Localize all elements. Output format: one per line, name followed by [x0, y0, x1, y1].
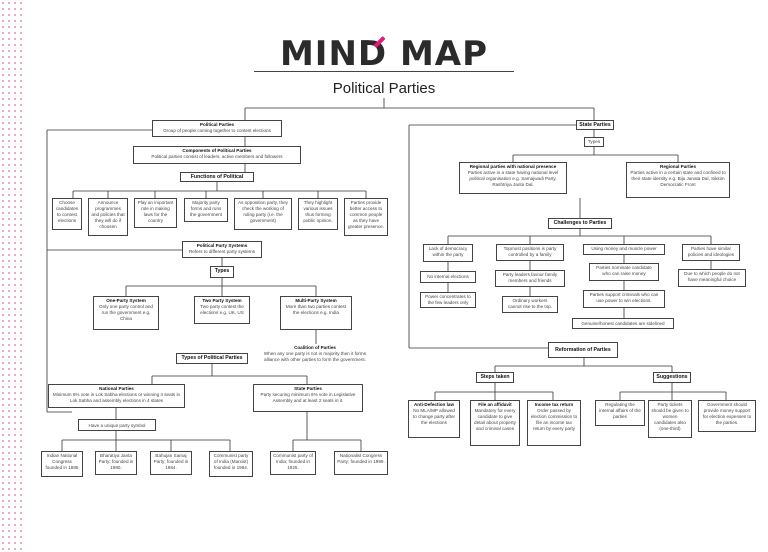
function-item: As opposition party, they check the work… [234, 198, 292, 230]
step-item: Income tax return Order passed by electi… [527, 400, 581, 446]
party-example: Indian National Congress founded in 1885 [41, 451, 83, 477]
challenge-item: Lack of democracy within the party [423, 244, 473, 262]
node-title: Political Parties [199, 122, 235, 127]
node-party-systems: Political Party Systems Refers to differ… [182, 241, 262, 258]
party-example: Nationalist Congress Party; founded in 1… [334, 451, 388, 475]
node-suggestions: Suggestions [653, 372, 691, 383]
suggestion-item: Party tickets should be given to women c… [648, 400, 692, 438]
node-power-concentrates: Power concentrates to the few leaders on… [420, 292, 476, 308]
node-challenges-title: Challenges to Parties [548, 218, 612, 229]
node-support-criminals: Parties support criminals who can use po… [583, 290, 665, 308]
title-divider [254, 71, 514, 72]
node-coalition: Coalition of Parties When any one party … [254, 344, 376, 366]
node-text: Political parties consist of leaders, ac… [151, 153, 283, 159]
step-item: Anti-Defection law No MLA/MP allowed to … [408, 400, 460, 438]
node-text: Two party contest the elections e.g. UK,… [200, 303, 244, 315]
node-title: Income tax return [534, 402, 574, 407]
node-no-elections: No internal elections [420, 271, 476, 283]
node-party-symbol: Have a unique party symbol [78, 419, 156, 431]
node-one-party-system: One-Party System Only one party control … [93, 296, 159, 330]
suggestion-item: Regulating the internal affairs of the p… [595, 400, 645, 426]
node-text: Order passed by election commission to f… [530, 407, 578, 431]
node-nominate-candidate: Parties nominate candidate who can raise… [589, 263, 659, 281]
node-types-of-parties: Types of Political Parties [176, 353, 248, 364]
node-title: Components of Political Parties [182, 148, 252, 153]
page-title: Political Parties [332, 80, 436, 97]
node-text: Only one party control and run the gover… [99, 303, 153, 321]
node-text: When any one party is not in majority th… [263, 350, 367, 362]
node-steps-taken: Steps taken [476, 372, 514, 383]
node-title: National Parties [99, 386, 134, 391]
node-title: Regional Parties [660, 164, 696, 169]
node-types-label: Types [210, 266, 234, 278]
node-ordinary-workers: Ordinary workers cannot rise to the top. [502, 296, 558, 313]
challenge-item: Using money and muscle power [583, 244, 665, 255]
node-state-parties-left: State Parties Party securing minimum 6% … [253, 384, 363, 412]
node-favour-family: Party leaders favour family members and … [495, 270, 565, 287]
node-two-party-system: Two Party System Two party contest the e… [194, 296, 250, 324]
node-text: Party securing minimum 6% vote in Legisl… [260, 391, 356, 403]
party-example: Communist party of India (Marxist) found… [209, 451, 253, 477]
node-title: Two Party System [202, 298, 242, 303]
dotted-margin-decoration [0, 0, 22, 552]
node-title: Regional parties with national presence [469, 164, 557, 169]
node-text: No MLA/MP allowed to change party after … [412, 407, 456, 425]
node-text: Mandatory for every candidate to give de… [474, 407, 516, 431]
function-item: Announce programmes and policies that th… [88, 198, 128, 236]
suggestion-item: Government should provide money support … [698, 400, 756, 432]
node-title: One-Party System [106, 298, 146, 303]
node-state-parties: State Parties [576, 120, 614, 130]
function-item: Majority party forms and runs the govern… [184, 198, 228, 222]
node-title: File an affidavit [478, 402, 512, 407]
party-example: Bharatiya Janta Party; founded in 1980. [95, 451, 137, 475]
party-example: Bahujan Samaj Party; founded in 1984. [150, 451, 192, 475]
node-text: Group of people coming together to conte… [163, 127, 271, 133]
node-title: State Parties [294, 386, 322, 391]
node-regional-national: Regional parties with national presence … [459, 162, 567, 194]
party-example: Communist party of India; founded in 192… [270, 451, 316, 475]
challenge-item: Topmost positions is party controlled by… [496, 244, 564, 261]
node-title: Anti-Defection law [413, 402, 455, 407]
node-reformation: Reformation of Parties [548, 342, 618, 358]
node-types-label-right: Types [584, 137, 604, 147]
node-multi-party-system: Multi-Party System More than two parties… [280, 296, 352, 330]
node-political-parties: Political Parties Group of people coming… [152, 120, 282, 137]
function-item: Parties provide better access to common … [344, 198, 388, 236]
node-text: Refers to different party systems [188, 248, 256, 254]
node-text: Parties active in a certain state and co… [630, 169, 726, 187]
node-regional-parties: Regional Parties Parties active in a cer… [626, 162, 730, 198]
node-national-parties: National Parties Minimum 6% vote in Lok … [48, 384, 185, 408]
function-item: They highlight various issues thus formi… [298, 198, 338, 230]
node-no-choice: Due to which people do not have meaningf… [678, 269, 746, 287]
node-functions-title: Functions of Political Parties [180, 172, 254, 182]
node-title: Multi-Party System [295, 298, 337, 303]
function-item: Play an important role in making laws fo… [134, 198, 177, 228]
node-components: Components of Political Parties Politica… [133, 146, 301, 164]
node-title: Coalition of Parties [294, 345, 336, 350]
node-text: Parties active in a state having nationa… [467, 169, 559, 187]
node-text: Minimum 6% vote in Lok Sabha elections o… [52, 391, 181, 403]
step-item: File an affidavit Mandatory for every ca… [470, 400, 520, 446]
node-genuine-sidelined: Genuine/honest candidates are sidelined [572, 318, 674, 329]
function-item: Choose candidates to contest elections [52, 198, 82, 230]
challenge-item: Parties have similar policies and ideolo… [682, 244, 740, 261]
node-text: More than two parties contest the electi… [285, 303, 347, 315]
node-title: Political Party Systems [196, 243, 248, 248]
